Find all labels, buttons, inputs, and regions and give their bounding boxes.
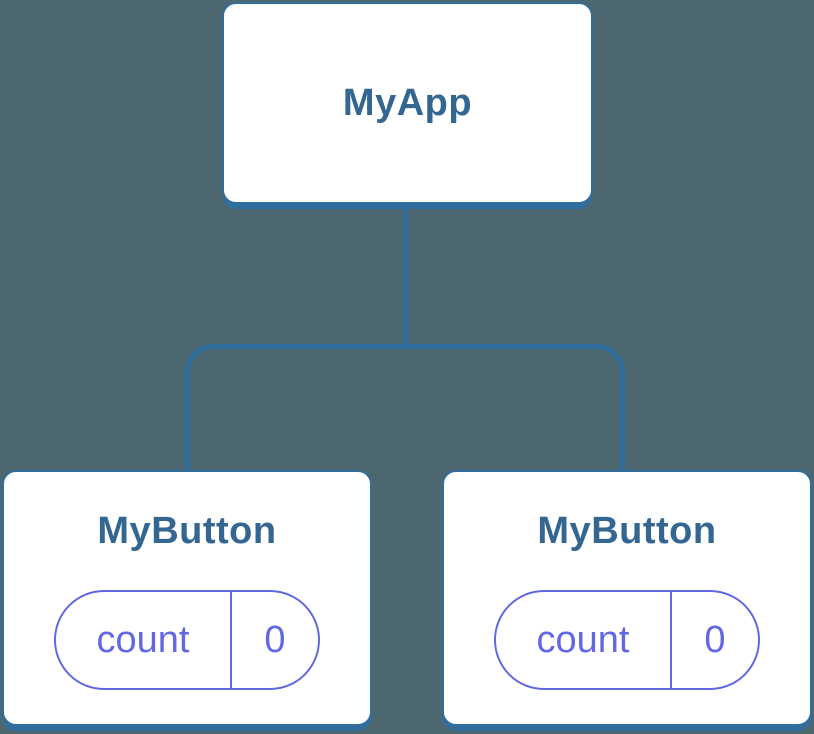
component-card-child-left: MyButton count 0	[2, 470, 372, 726]
state-value: 0	[670, 592, 758, 688]
connector-branch-bracket	[185, 344, 625, 474]
state-pill-right: count 0	[494, 590, 760, 690]
state-key-label: count	[96, 618, 190, 661]
component-title-child-right: MyButton	[537, 510, 717, 552]
state-value: 0	[230, 592, 318, 688]
component-title-root: MyApp	[342, 82, 473, 124]
component-card-root: MyApp	[222, 2, 593, 204]
component-title-child-left: MyButton	[97, 510, 277, 552]
component-card-child-right: MyButton count 0	[442, 470, 812, 726]
connector-root-stem	[403, 200, 408, 349]
state-pill-left: count 0	[54, 590, 320, 690]
state-key-label: count	[536, 618, 630, 661]
